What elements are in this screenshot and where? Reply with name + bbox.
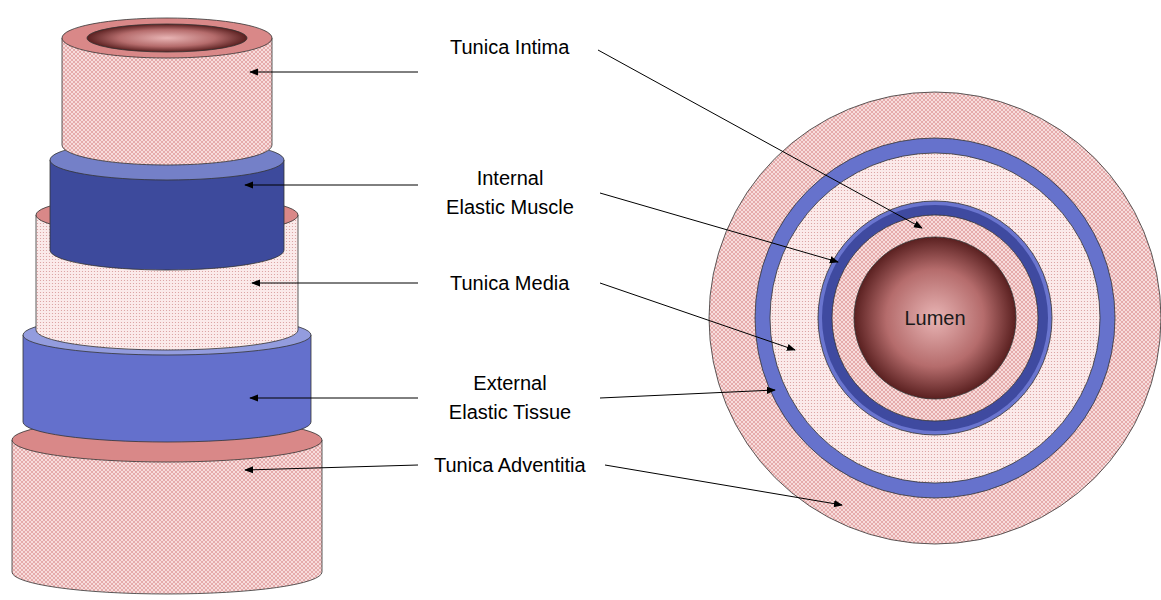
callout-label-box: Tunica Adventitia xyxy=(434,451,586,480)
lumen-circle: Lumen xyxy=(853,236,1017,400)
layer-label: Tunica Intima xyxy=(450,36,569,58)
leader-lines xyxy=(245,50,922,505)
callout-label-box: Tunica Media xyxy=(450,269,569,298)
callout-label-box: External Elastic Tissue xyxy=(445,369,575,427)
layer-label: Tunica Media xyxy=(450,272,569,294)
cross-section xyxy=(709,92,1161,544)
layer-label: External Elastic Tissue xyxy=(449,372,571,423)
region-label: Lumen xyxy=(904,307,965,330)
callout-label-box: Internal Elastic Muscle xyxy=(445,164,575,222)
cylinder-stack xyxy=(12,18,322,594)
callout-label-box: Tunica Intima xyxy=(450,33,569,62)
layer-label: Internal Elastic Muscle xyxy=(446,167,574,218)
layer-label: Tunica Adventitia xyxy=(434,454,586,476)
lumen-fill xyxy=(854,237,1016,399)
lumen-text-box: Lumen xyxy=(853,236,1017,400)
